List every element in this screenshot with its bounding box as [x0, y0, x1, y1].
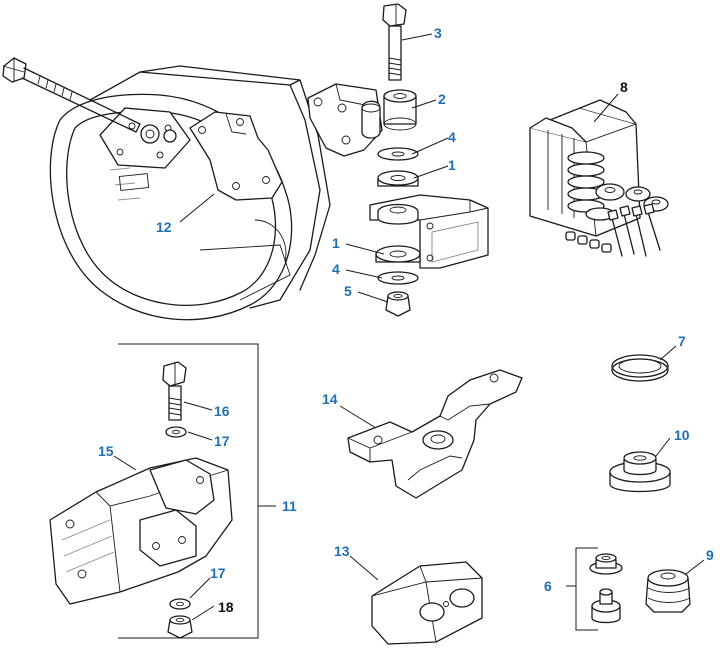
washer-17-lower: [169, 598, 191, 610]
engine-mount-bracket-12: [189, 111, 283, 201]
transmission-housing: [49, 65, 331, 321]
callout-1-lower: 1: [332, 235, 340, 251]
frame-bracket: [369, 194, 489, 269]
callout-4-upper: 4: [448, 129, 456, 145]
washer-4-lower: [377, 271, 419, 285]
washer-4-upper: [377, 147, 419, 161]
callout-11: 11: [282, 498, 297, 514]
callout-15: 15: [98, 443, 114, 459]
kit-bolts: [565, 203, 661, 257]
cushion-set-group-6: [566, 547, 623, 631]
callout-6: 6: [544, 578, 552, 594]
callout-16: 16: [214, 403, 230, 419]
mount-kit-box-8: [529, 99, 669, 257]
callout-5: 5: [344, 283, 352, 299]
callout-9: 9: [706, 547, 714, 563]
callout-8: 8: [620, 79, 628, 95]
mount-assembly-group-11: [118, 343, 276, 639]
callout-7: 7: [678, 333, 686, 349]
washer-17-upper: [165, 426, 187, 438]
cushion-1-lower: [375, 245, 421, 263]
housing-bolt: [2, 57, 141, 133]
mount-15: [49, 457, 233, 605]
callout-2: 2: [438, 91, 446, 107]
callout-10: 10: [674, 427, 690, 443]
bolt-16: [162, 361, 187, 421]
callout-12: 12: [156, 219, 172, 235]
callout-14: 14: [322, 391, 338, 407]
callout-3: 3: [434, 25, 442, 41]
snap-ring-7: [611, 354, 669, 382]
cushion-6-upper: [589, 553, 623, 575]
cushion-10: [609, 451, 671, 493]
cushion-6-lower: [591, 588, 621, 624]
callout-4-lower: 4: [332, 261, 340, 277]
cushion-9: [645, 569, 691, 613]
bolt-3: [382, 3, 407, 81]
callout-labels: 3 2 4 1 1 4 5 12 8 7 10 14 16 17 15 11 1…: [98, 25, 714, 615]
callout-17-lower: 17: [210, 565, 226, 581]
callout-13: 13: [334, 543, 350, 559]
nut-5: [385, 291, 411, 317]
leader-lines: [113, 33, 705, 621]
callout-17-upper: 17: [214, 433, 230, 449]
transmission-mount-14: [347, 369, 523, 499]
upper-mount-bracket: [307, 83, 383, 157]
cushion-1-upper: [377, 170, 419, 187]
callout-18: 18: [218, 599, 234, 615]
spacer-2: [383, 89, 417, 131]
rubber-block-13: [371, 561, 483, 645]
kit-cushions: [567, 151, 669, 221]
callout-1-upper: 1: [448, 157, 456, 173]
nut-18: [167, 615, 193, 639]
